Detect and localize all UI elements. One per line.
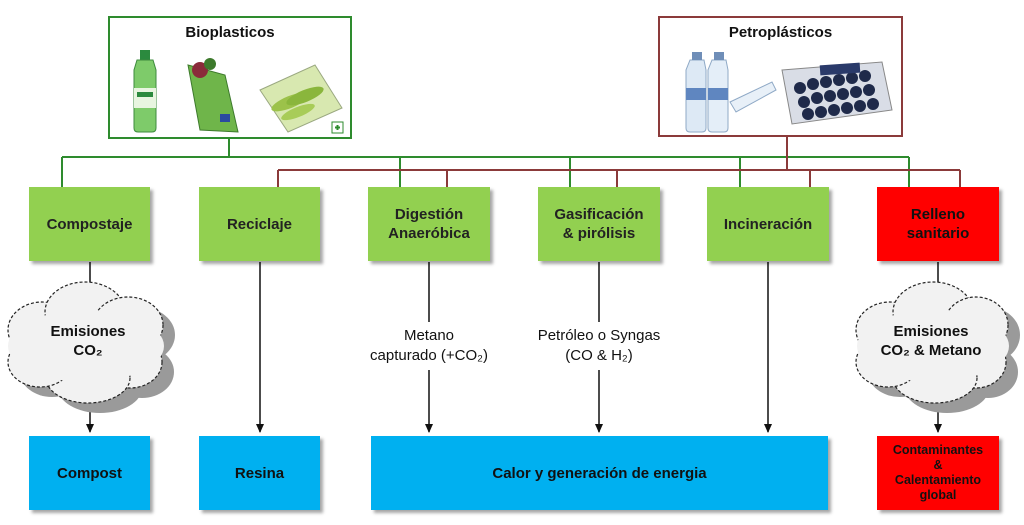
blueberry-container-icon [781,61,893,125]
process-relleno-sanitario: Relleno sanitario [877,187,999,261]
flow-arrows [86,262,942,433]
beans-bag-icon [259,64,344,134]
salad-package-icon [187,58,239,133]
emissions-right-label: Emisiones CO₂ & Metano [880,323,982,359]
emissions-left-label: Emisiones CO₂ [50,323,126,359]
petroplastics-box: Petroplásticos [658,16,903,137]
bio-connector [61,138,910,187]
petro-connector [277,136,961,187]
water-bottles-icon [685,52,777,133]
petroleo-syngas-label: Petróleo o Syngas (CO & H₂) [519,326,679,366]
petroplastics-images [685,52,893,133]
process-digestion-anaerobica: Digestión Anaeróbica [368,187,490,261]
process-gasificacion-pirolisis: Gasificación & pirólisis [538,187,660,261]
metano-label: Metano capturado (+CO₂) [349,326,509,366]
process-compostaje: Compostaje [29,187,150,261]
process-incineracion: Incineración [707,187,829,261]
output-compost: Compost [29,436,150,510]
emissions-cloud-left [7,281,175,413]
green-bottle-icon [133,50,157,133]
output-calor-energia: Calor y generación de energia [371,436,828,510]
petroplastics-title: Petroplásticos [728,24,833,41]
output-resina: Resina [199,436,320,510]
bioplastics-box: Bioplasticos [108,16,352,139]
bioplastics-title: Bioplasticos [185,24,275,41]
bioplastics-images [133,50,344,134]
emissions-cloud-right [855,281,1020,413]
process-reciclaje: Reciclaje [199,187,320,261]
output-contaminantes: Contaminantes & Calentamiento global [877,436,999,510]
